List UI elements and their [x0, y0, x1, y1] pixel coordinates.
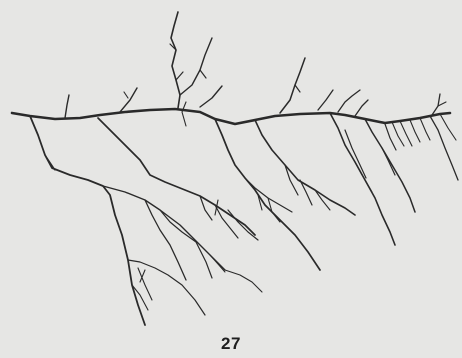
page-number: 27: [0, 334, 462, 354]
lower-branches: [30, 113, 458, 325]
upper-branches: [65, 12, 446, 126]
main-trunk: [12, 109, 450, 124]
